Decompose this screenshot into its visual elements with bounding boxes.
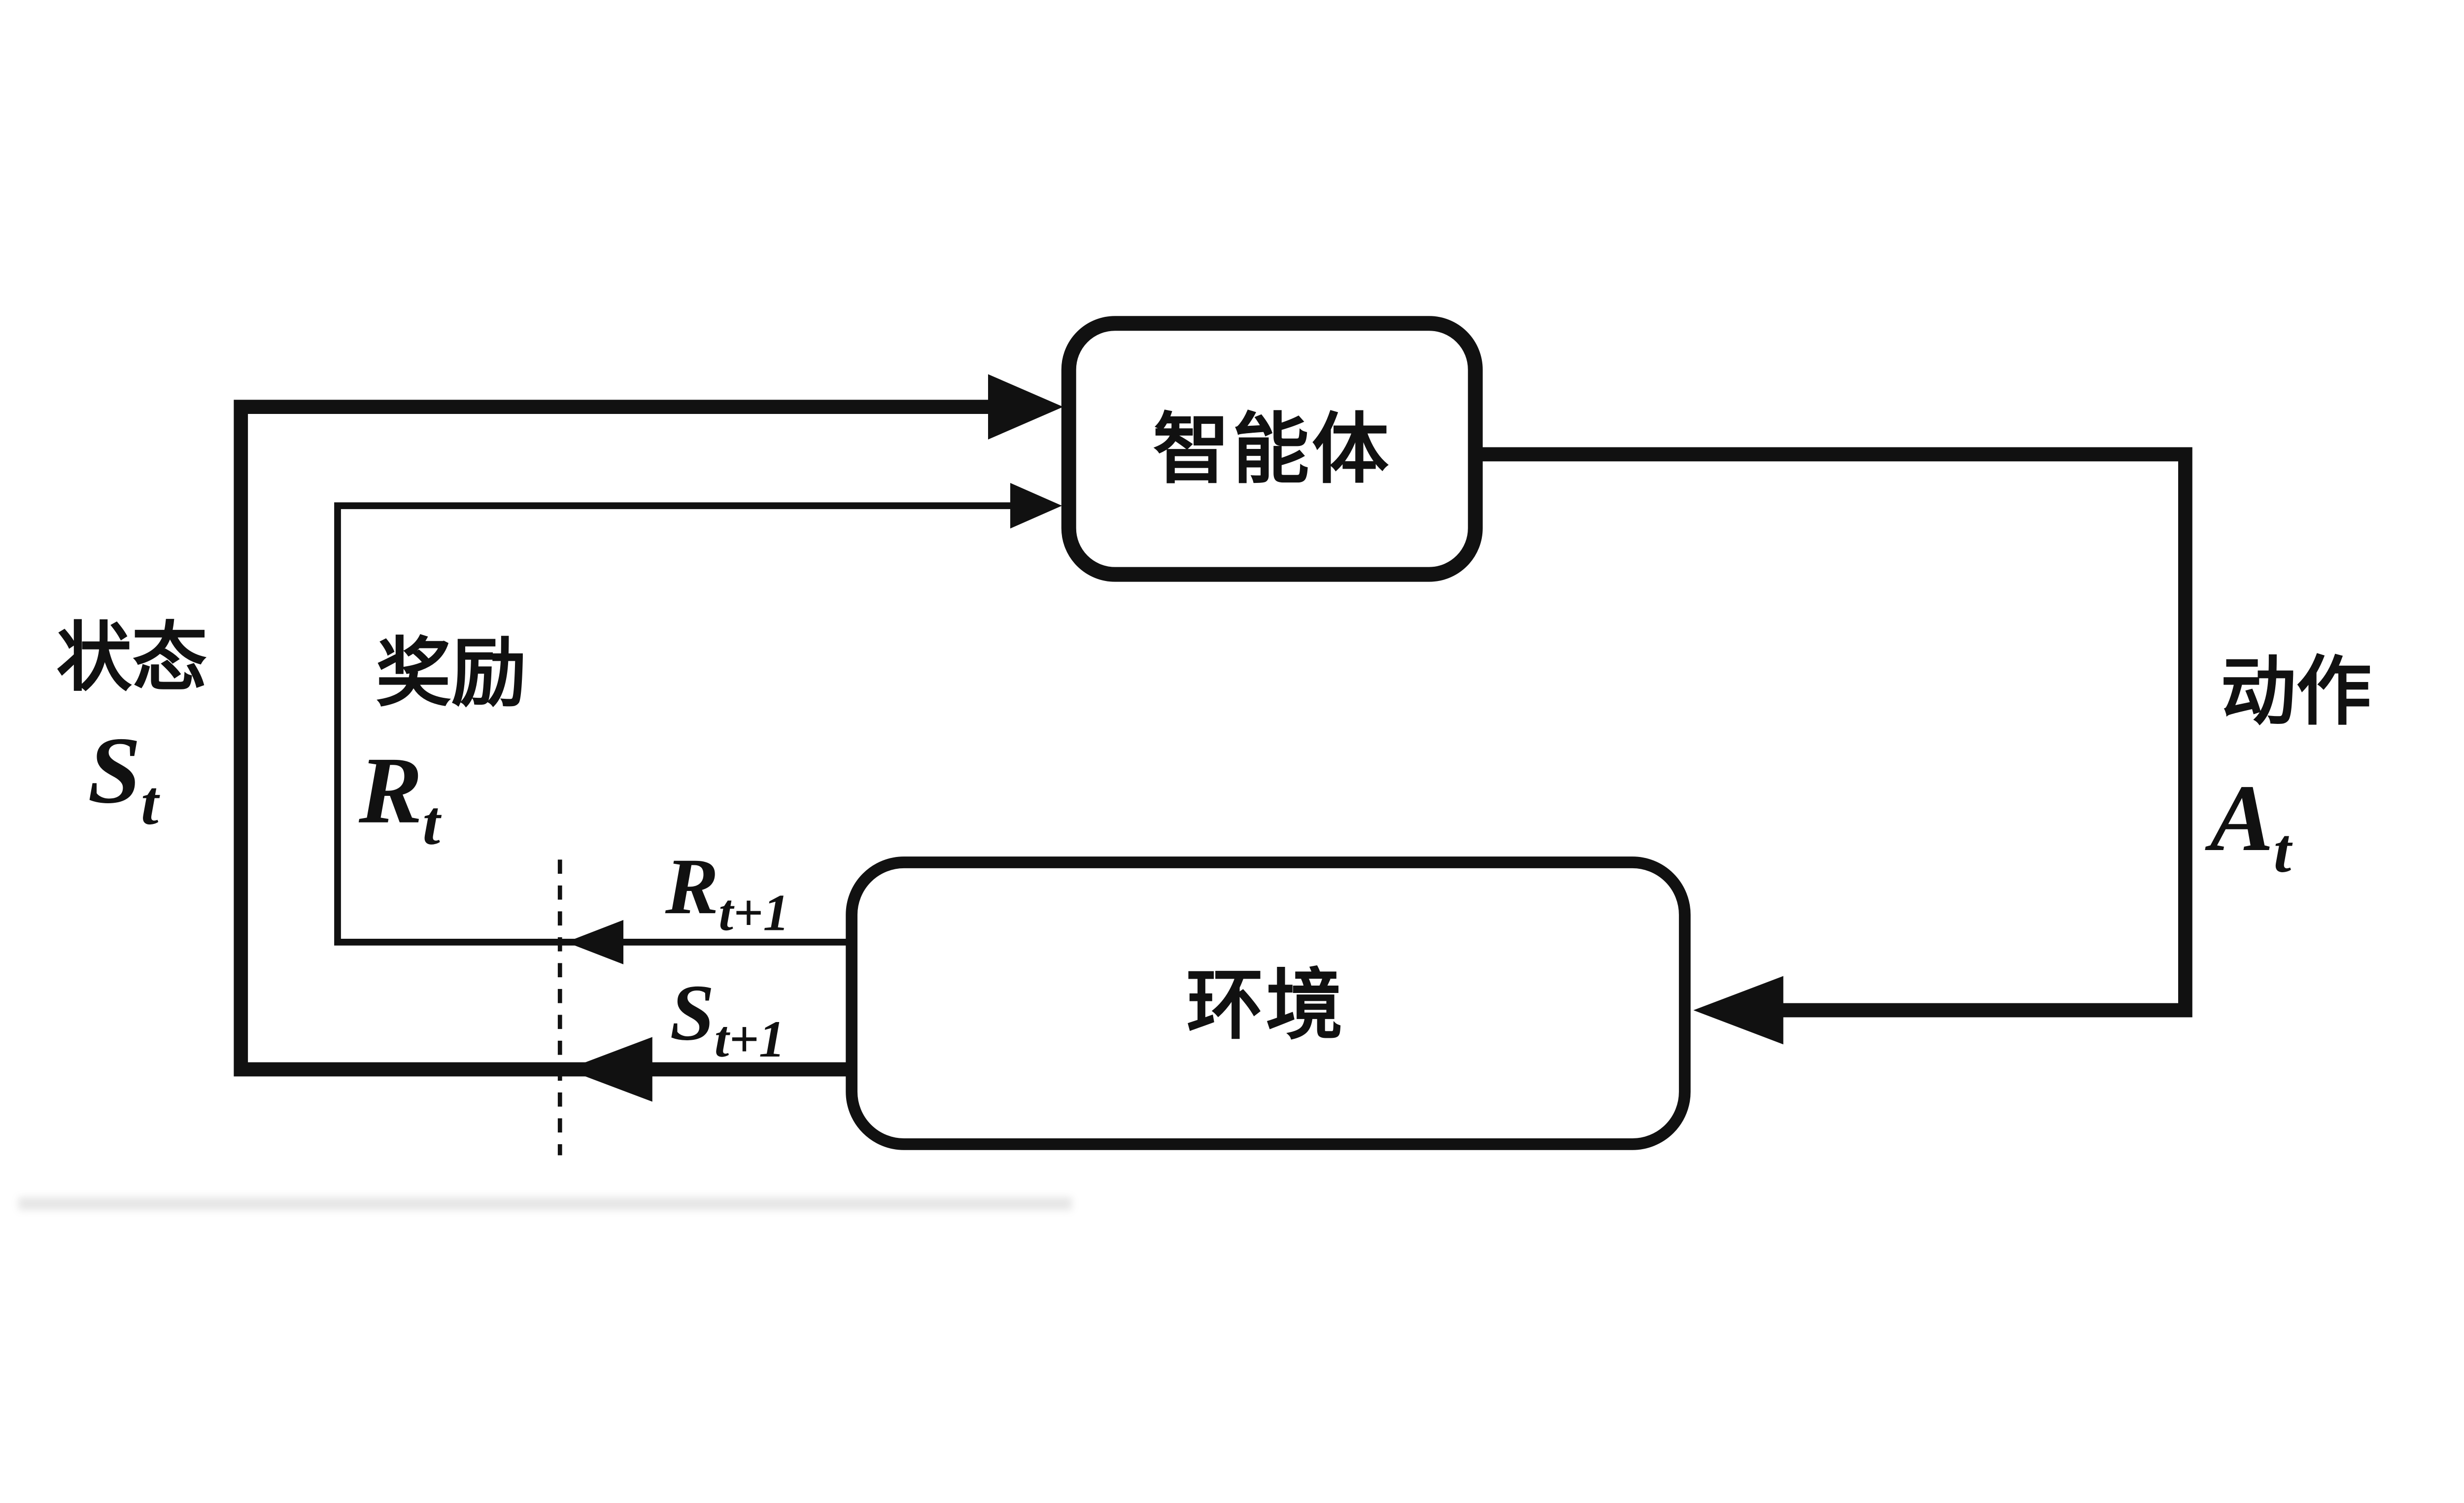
- reward-symbol: Rt: [358, 737, 442, 858]
- next-reward-symbol-subscript: t+1: [719, 884, 789, 942]
- state-symbol-letter: S: [88, 717, 141, 823]
- reward-label: 奖励: [376, 633, 527, 716]
- reward-symbol-subscript: t: [422, 788, 442, 858]
- action-symbol-letter: A: [2204, 765, 2273, 871]
- state-loop-line: [234, 400, 995, 1077]
- action-arrowhead-into-environment-icon: [1693, 976, 1783, 1045]
- action-symbol-subscript: t: [2274, 816, 2293, 886]
- state-symbol: St: [88, 717, 160, 838]
- next-reward-arrowhead-icon: [566, 920, 623, 964]
- next-reward-symbol: Rt+1: [665, 842, 789, 941]
- agent-box: [1061, 316, 1483, 582]
- next-reward-symbol-letter: R: [665, 842, 719, 931]
- action-path: [1476, 447, 2192, 1018]
- next-state-symbol-letter: S: [670, 968, 714, 1057]
- reward-arrowhead-into-agent-icon: [1010, 483, 1062, 529]
- next-state-symbol: St+1: [670, 968, 785, 1067]
- scan-artifact: [18, 1197, 1072, 1210]
- agent-label: 智能体: [1153, 408, 1391, 493]
- action-loop-line: [1476, 447, 2192, 1018]
- next-state-arrowhead-icon: [567, 1037, 652, 1102]
- action-label: 动作: [2221, 651, 2371, 734]
- state-symbol-subscript: t: [141, 768, 160, 838]
- state-label: 状态: [56, 617, 207, 701]
- action-symbol: At: [2204, 765, 2293, 886]
- reward-symbol-letter: R: [358, 737, 422, 843]
- state-path: [234, 400, 995, 1077]
- state-arrowhead-into-agent-icon: [988, 374, 1063, 440]
- next-state-symbol-subscript: t+1: [715, 1010, 785, 1068]
- environment-box: [846, 856, 1691, 1150]
- environment-label: 环境: [1187, 963, 1346, 1049]
